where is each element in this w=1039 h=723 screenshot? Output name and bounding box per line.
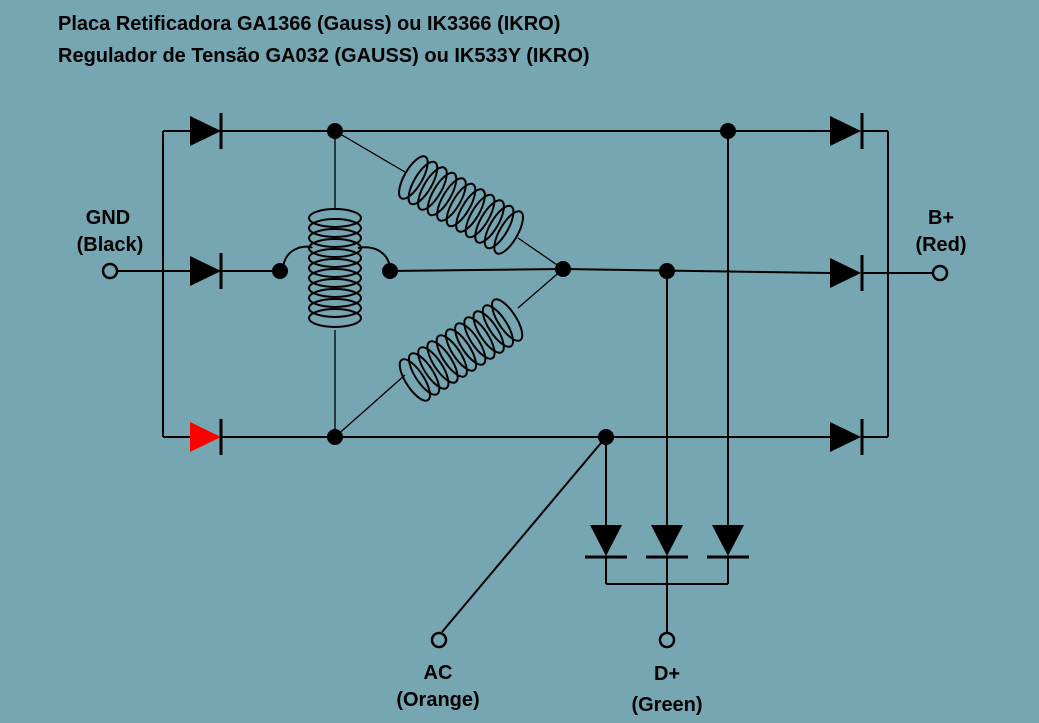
junction-dot: [382, 263, 398, 279]
diode-right-middle: [830, 255, 864, 291]
exciter-diode-2: [646, 525, 688, 559]
dplus-terminal: [658, 631, 676, 649]
bplus-terminal: [931, 264, 949, 282]
diode-left-top: [190, 113, 223, 149]
junction-dot: [555, 261, 571, 277]
phase-wire-middle: [389, 268, 564, 272]
bplus-color-label: (Red): [915, 234, 966, 256]
junction-dot: [659, 263, 675, 279]
diode-right-top: [830, 113, 864, 149]
right-bus: [862, 130, 932, 438]
diode-left-bottom-highlighted: [190, 419, 223, 455]
dplus-label: D+: [654, 663, 680, 685]
bplus-label: B+: [928, 207, 954, 229]
exciter-diode-1: [585, 525, 627, 559]
gnd-label: GND: [86, 207, 130, 229]
ac-label: AC: [424, 662, 453, 684]
exciter-diode-3: [707, 525, 749, 559]
exciter-output-join: [605, 557, 729, 632]
dplus-color-label: (Green): [631, 694, 702, 716]
stator-coil-vertical: [282, 208, 391, 328]
junction-dot: [720, 123, 736, 139]
diagram-title-line-2: Regulador de Tensão GA032 (GAUSS) ou IK5…: [58, 45, 590, 67]
diode-left-middle: [190, 253, 223, 289]
ac-color-label: (Orange): [396, 689, 479, 711]
junction-dot: [272, 263, 288, 279]
stator-coil-upper: [334, 130, 564, 270]
junction-dot: [327, 123, 343, 139]
left-bus: [118, 130, 190, 438]
phase-wire-right: [562, 268, 831, 274]
ac-wire: [441, 436, 607, 633]
ac-terminal: [430, 631, 448, 649]
gnd-terminal: [101, 262, 119, 280]
diagram-title-line-1: Placa Retificadora GA1366 (Gauss) ou IK3…: [58, 13, 561, 35]
diode-right-bottom: [830, 419, 864, 455]
gnd-color-label: (Black): [77, 234, 144, 256]
junction-dot: [598, 429, 614, 445]
junction-dot: [327, 429, 343, 445]
junction-dots: [272, 123, 736, 445]
stator-coil-lower: [334, 268, 564, 438]
